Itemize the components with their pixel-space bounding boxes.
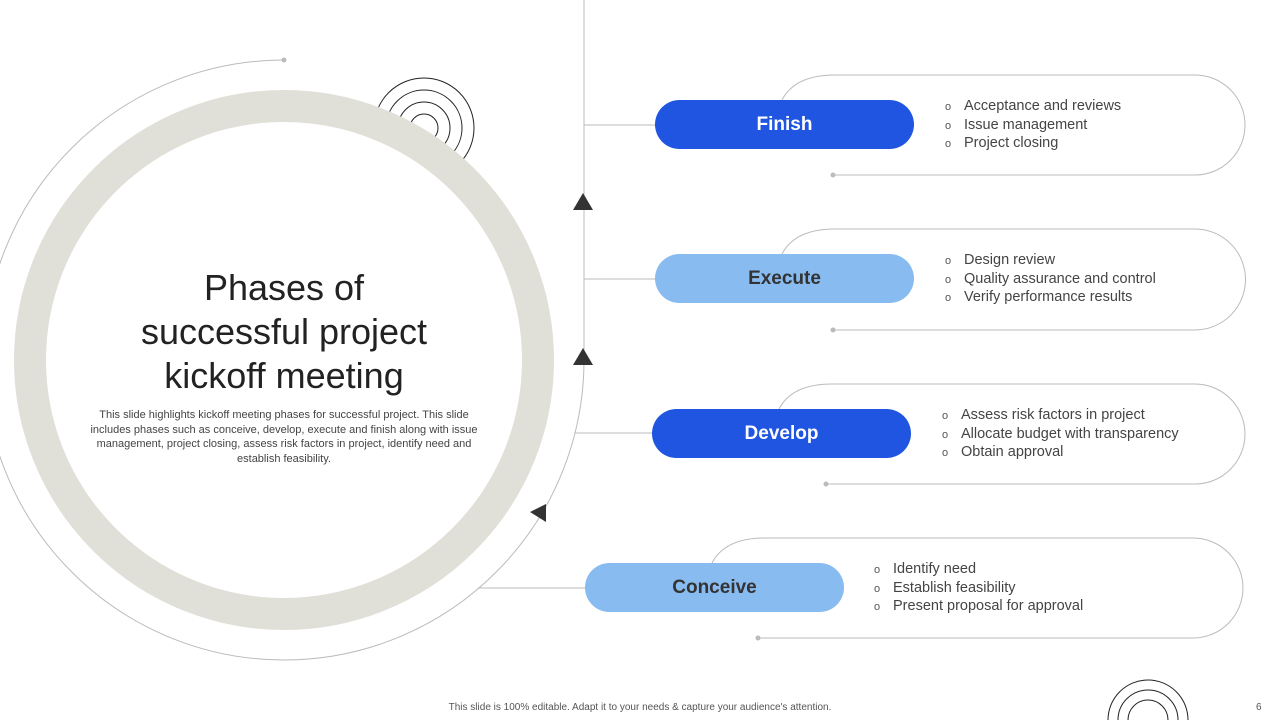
conceive-list: Identify need Establish feasibility Pres… bbox=[874, 561, 1083, 617]
list-item: Present proposal for approval bbox=[874, 598, 1083, 617]
title-line: successful project bbox=[140, 311, 428, 352]
list-item: Quality assurance and control bbox=[945, 271, 1156, 290]
footer-note: This slide is 100% editable. Adapt it to… bbox=[448, 702, 832, 713]
outer-arc bbox=[0, 59, 585, 661]
list-item: Allocate budget with transparency bbox=[942, 426, 1179, 445]
develop-list: Assess risk factors in project Allocate … bbox=[942, 407, 1179, 463]
finish-list: Acceptance and reviews Issue management … bbox=[945, 98, 1121, 154]
list-item: Verify performance results bbox=[945, 289, 1156, 308]
list-item: Establish feasibility bbox=[874, 580, 1083, 599]
beige-ring bbox=[14, 90, 554, 630]
list-item: Issue management bbox=[945, 117, 1121, 136]
phase-finish: Finish bbox=[655, 100, 914, 149]
page-title: Phases of successful project kickoff mee… bbox=[84, 266, 484, 398]
phase-execute: Execute bbox=[655, 254, 914, 303]
list-item: Identify need bbox=[874, 561, 1083, 580]
list-item: Design review bbox=[945, 252, 1156, 271]
title-line: Phases of bbox=[203, 267, 365, 308]
title-line: kickoff meeting bbox=[164, 355, 404, 396]
execute-list: Design review Quality assurance and cont… bbox=[945, 252, 1156, 308]
list-item: Assess risk factors in project bbox=[942, 407, 1179, 426]
list-item: Acceptance and reviews bbox=[945, 98, 1121, 117]
phase-conceive: Conceive bbox=[585, 563, 844, 612]
arrow-icon bbox=[530, 504, 546, 522]
phase-develop: Develop bbox=[652, 409, 911, 458]
description: This slide highlights kickoff meeting ph… bbox=[90, 409, 478, 465]
list-item: Obtain approval bbox=[942, 444, 1179, 463]
concentric-circles-bottom bbox=[1107, 679, 1189, 720]
arrow-up-icon bbox=[573, 193, 593, 210]
arrow-up-icon bbox=[573, 348, 593, 365]
list-item: Project closing bbox=[945, 135, 1121, 154]
page-number: 6 bbox=[1256, 702, 1262, 713]
